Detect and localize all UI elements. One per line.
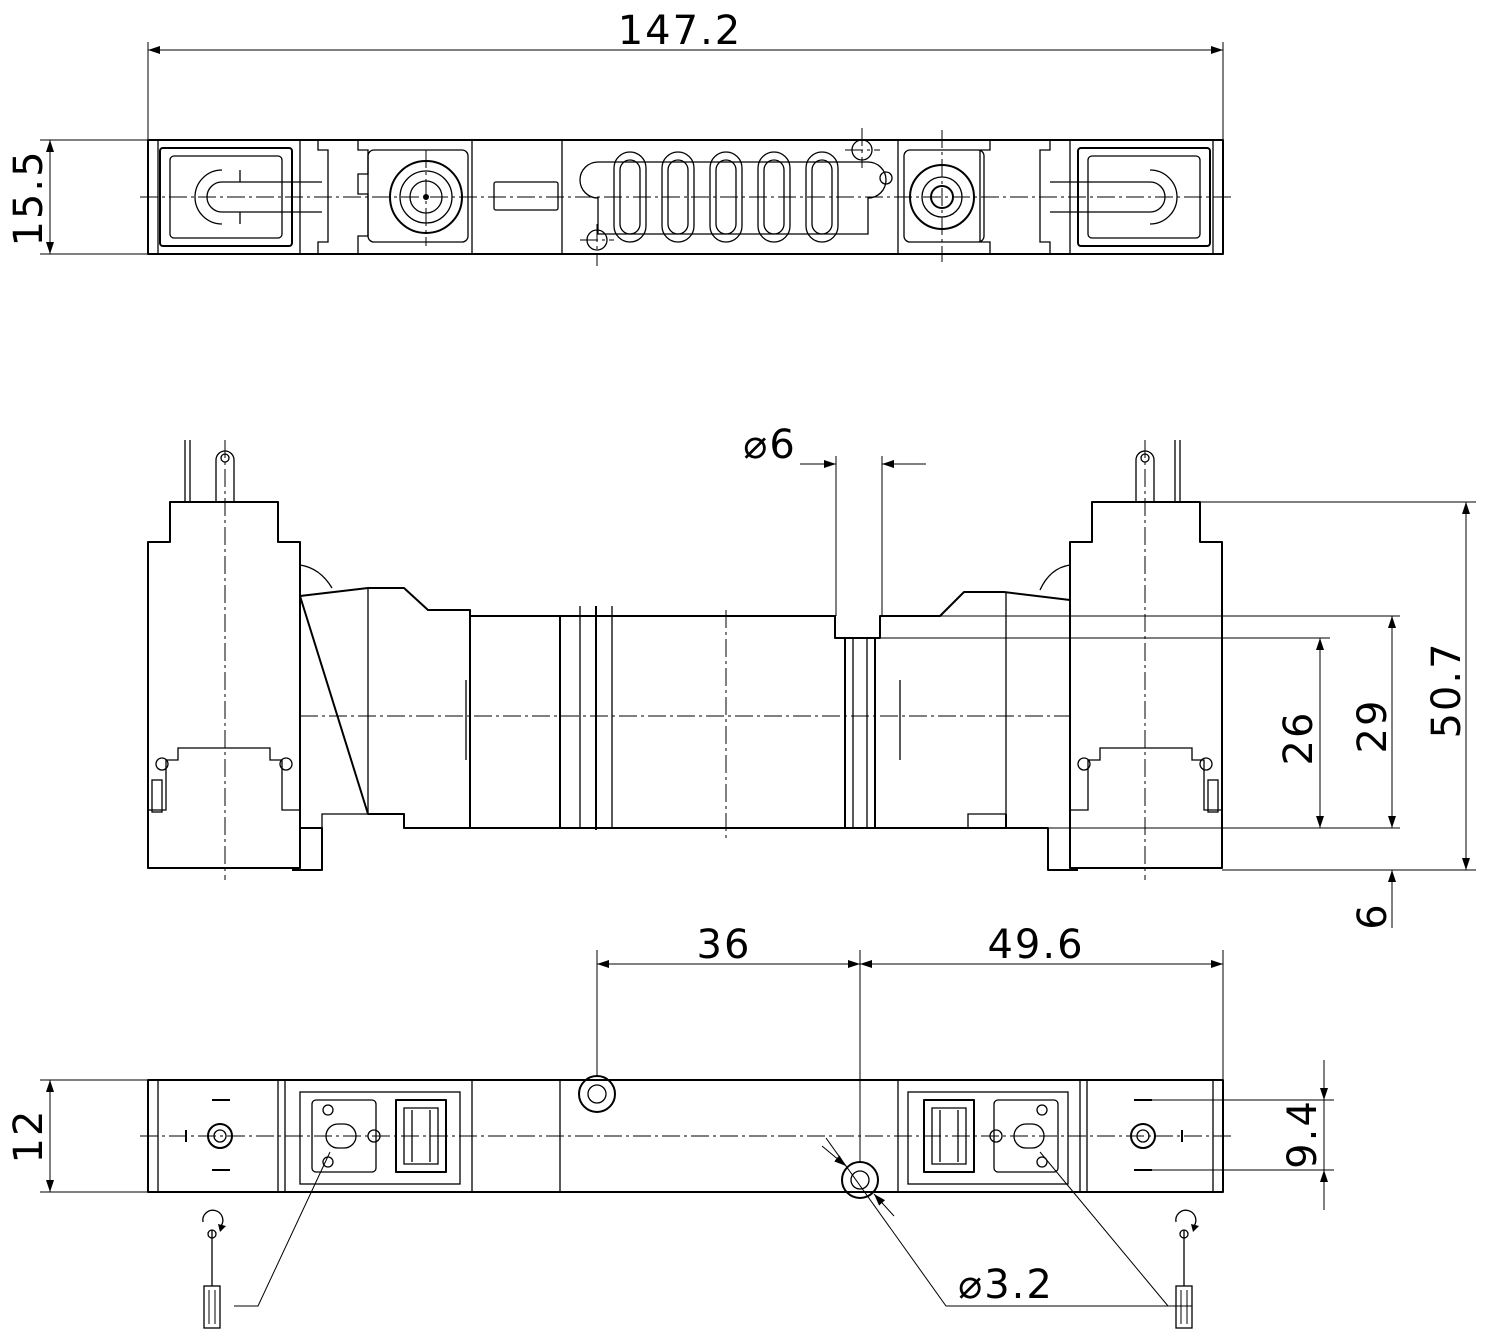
dimension-hole-spacing: 36 bbox=[697, 922, 752, 968]
dimension-port-diameter: ⌀6 bbox=[743, 422, 797, 468]
right-connector-bottom bbox=[1130, 1099, 1183, 1171]
left-solenoid-head-top bbox=[159, 147, 322, 247]
port-block-top bbox=[579, 128, 893, 266]
dimension-top-view-height: 15.5 bbox=[6, 149, 52, 246]
right-port-top bbox=[903, 130, 991, 262]
left-screwdriver-icon bbox=[202, 1209, 226, 1329]
dimension-connector-pitch: 9.4 bbox=[1280, 1099, 1326, 1169]
dimension-hole-to-end: 49.6 bbox=[987, 922, 1084, 968]
dimension-base-offset: 6 bbox=[1350, 902, 1396, 929]
dimension-mounting-hole-diameter: ⌀3.2 bbox=[958, 1262, 1054, 1308]
left-solenoid-side bbox=[147, 440, 301, 880]
side-view bbox=[147, 440, 1223, 880]
valve-body-side bbox=[292, 456, 1078, 871]
right-solenoid-side bbox=[1069, 440, 1223, 880]
bottom-view bbox=[140, 1075, 1232, 1329]
left-port-top bbox=[357, 140, 469, 254]
left-manual-override-bottom bbox=[299, 1091, 461, 1185]
right-manual-override-bottom bbox=[907, 1091, 1069, 1185]
dimension-port-height: 26 bbox=[1276, 711, 1322, 766]
mounting-holes-bottom bbox=[578, 1075, 879, 1199]
right-screwdriver-icon bbox=[1175, 1209, 1199, 1329]
top-view bbox=[140, 128, 1232, 266]
right-solenoid-head-top bbox=[1050, 147, 1211, 247]
dimension-overall-length: 147.2 bbox=[618, 8, 743, 54]
dimension-lines bbox=[40, 42, 1476, 1217]
left-connector-bottom bbox=[185, 1099, 233, 1171]
dimension-bottom-view-height: 12 bbox=[6, 1109, 52, 1164]
dimension-overall-height: 50.7 bbox=[1424, 641, 1470, 738]
dimension-body-height: 29 bbox=[1350, 699, 1396, 754]
